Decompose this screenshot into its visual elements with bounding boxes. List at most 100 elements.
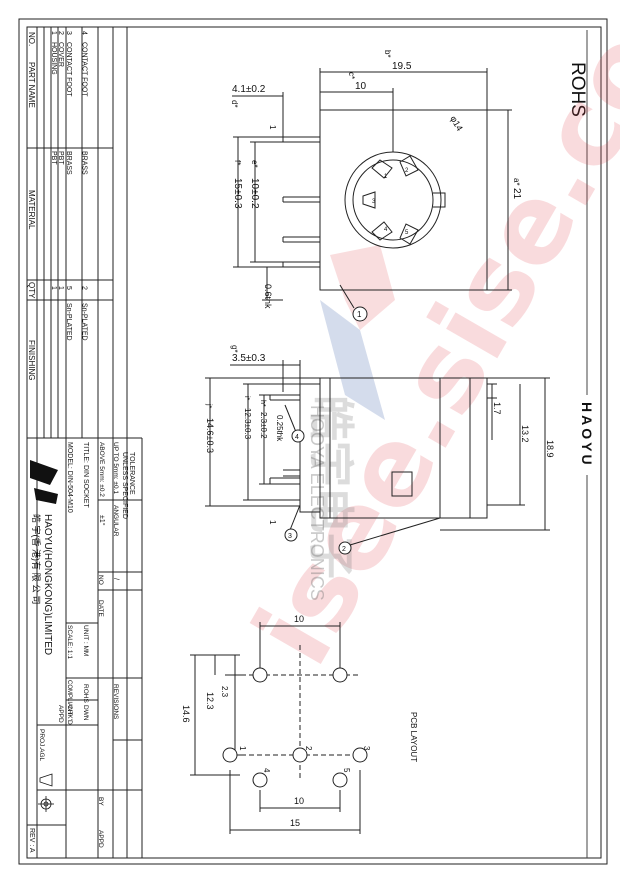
parts-row: 2 COVER PBT 1 xyxy=(57,31,64,290)
pin-number: 1 xyxy=(384,174,388,180)
compliant-box: COMPLIANT xyxy=(66,680,72,715)
row-qty: 5 xyxy=(65,286,72,290)
pcb-dim-bot15: 15 xyxy=(290,818,300,828)
dim-b-letter: b* xyxy=(383,50,392,58)
top-view-balloon xyxy=(352,306,368,322)
appd2-label: APPD xyxy=(97,830,104,848)
side-view-balloons xyxy=(284,429,352,555)
pcb-pads xyxy=(222,667,368,788)
pcb-dim-146: 14.6 xyxy=(181,705,191,723)
company-cn: 皓 宇(香 港)有 限 公 司 xyxy=(31,514,42,605)
watermark-logo-icon xyxy=(330,245,395,330)
projection-symbol-icon xyxy=(38,773,54,812)
title-text: TITLE: DIN SOCKET xyxy=(82,442,89,508)
side-view xyxy=(205,360,550,546)
dim-b: 19.5 xyxy=(392,61,412,72)
socket-key-notch xyxy=(433,192,446,208)
pcb-pad xyxy=(222,747,238,763)
tolerance-label: TOLERANCE xyxy=(128,452,135,495)
dim-17: 1.7 xyxy=(492,402,502,415)
pcb-pin-label: 2 xyxy=(304,746,313,751)
dim-f: 15±0.3 xyxy=(232,178,243,209)
row-no: 1 xyxy=(50,31,57,35)
socket-outer-ring xyxy=(344,151,442,249)
dim-123: 12.3±0.3 xyxy=(243,408,252,440)
header-qty: QTY xyxy=(27,282,36,299)
watermark: isee.sise.com 皓宇电子 HOOYA ELECTRONICS xyxy=(231,0,620,685)
row-qty: 1 xyxy=(50,286,57,290)
dim-a: 21 xyxy=(511,188,522,200)
title-block-grid xyxy=(27,27,143,858)
dim-c-letter: c* xyxy=(347,72,356,79)
pcb-pin-label: 5 xyxy=(342,768,351,773)
pcb-labels: PCB LAYOUT 10 2.3 12.3 14.6 10 15 1 2 3 … xyxy=(181,614,418,828)
row-no: 2 xyxy=(57,31,64,35)
parts-table-rows: 4 CONTACT FOOT BRASS 2 Sn-PLATED 3 CONTA… xyxy=(50,31,88,341)
row-material: PBT xyxy=(50,151,57,165)
dim-thk2: 0.25thk xyxy=(275,415,284,442)
chkd-label: CHK'D xyxy=(66,705,73,725)
top-view xyxy=(232,68,512,309)
header-finishing: FINISHING xyxy=(27,340,36,380)
row-material: PBT xyxy=(57,151,64,165)
dim-d: 4.1±0.2 xyxy=(232,84,266,95)
header-material: MATERIAL xyxy=(27,190,36,230)
side-balloon xyxy=(338,541,352,555)
row-no: 4 xyxy=(81,31,88,35)
pcb-title: PCB LAYOUT xyxy=(409,712,418,762)
slash-mark: / xyxy=(112,578,119,580)
pcb-pin-label: 4 xyxy=(262,768,271,773)
row-qty: 2 xyxy=(81,286,88,290)
dim-e: 10±0.2 xyxy=(249,178,260,209)
rev-label: REV : A xyxy=(28,828,35,853)
row-name: HOUSING xyxy=(50,42,57,75)
angular-value: ±1° xyxy=(98,515,106,526)
parts-row: 4 CONTACT FOOT BRASS 2 Sn-PLATED xyxy=(81,31,88,341)
parts-row: 1 HOUSING PBT 1 xyxy=(50,31,57,290)
pin-number: 5 xyxy=(405,230,409,236)
parts-row: 3 CONTACT FOOT BRASS 5 Sn-PLATED xyxy=(65,31,72,341)
scale-label: SCALE: 1:1 xyxy=(66,625,73,659)
dim-e-letter: e* xyxy=(250,160,259,168)
dim-thk: 0.6thk xyxy=(263,284,273,309)
row-no: 3 xyxy=(65,31,72,35)
pin-number: 3 xyxy=(372,199,376,205)
side-balloon xyxy=(284,528,298,542)
company-en: HAOYU(HONGKONG)LIMITED xyxy=(42,514,53,655)
dim-one-side: 1 xyxy=(268,520,277,525)
sheet-border xyxy=(18,18,608,865)
appd-label: APPD xyxy=(57,705,64,723)
pcb-dim-bot10: 10 xyxy=(294,796,304,806)
balloon-label: 3 xyxy=(288,533,292,540)
watermark-url: isee.sise.com xyxy=(231,0,620,685)
dim-189: 18.9 xyxy=(545,440,555,458)
row-qty: 1 xyxy=(57,286,64,290)
dim-c: 10 xyxy=(355,81,367,92)
side-balloon xyxy=(291,429,305,443)
dim-a-letter: a* xyxy=(512,178,521,186)
top-view-body xyxy=(319,109,488,291)
dim-g-letter: g* xyxy=(230,345,239,353)
title-block-text: TOLERANCE UNLESS SPECIFIED UP TO 5mm: ±0… xyxy=(28,442,135,853)
dim-d-letter: d* xyxy=(230,100,239,108)
pcb-dim-123: 12.3 xyxy=(205,692,215,710)
pcb-pad xyxy=(292,747,308,763)
dim-132: 13.2 xyxy=(520,425,530,443)
pin-contact xyxy=(362,155,419,245)
parts-table-header: NO. PART NAME MATERIAL QTY FINISHING xyxy=(27,32,36,380)
header-no: NO. xyxy=(27,32,36,46)
row-name: CONTACT FOOT xyxy=(81,42,88,97)
pcb-dim-23: 2.3 xyxy=(220,686,229,698)
pcb-pad xyxy=(252,772,268,788)
rohs-label: ROHS xyxy=(567,62,588,117)
dim-i-letter: i* xyxy=(243,396,250,401)
row-finishing: Sn-PLATED xyxy=(65,303,72,341)
row-finishing: Sn-PLATED xyxy=(81,303,88,341)
brand-logo-text: HAOYU xyxy=(579,402,595,468)
angular-label: ANGULAR xyxy=(112,505,119,537)
unless-label: UNLESS SPECIFIED xyxy=(121,452,128,519)
top-view-labels: 19.5 b* 10 c* 4.1±0.2 d* 1 10±0.2 e* 15±… xyxy=(230,50,522,319)
rohs-box: ROHS xyxy=(82,684,89,703)
row-name: CONTACT FOOT xyxy=(65,42,72,97)
